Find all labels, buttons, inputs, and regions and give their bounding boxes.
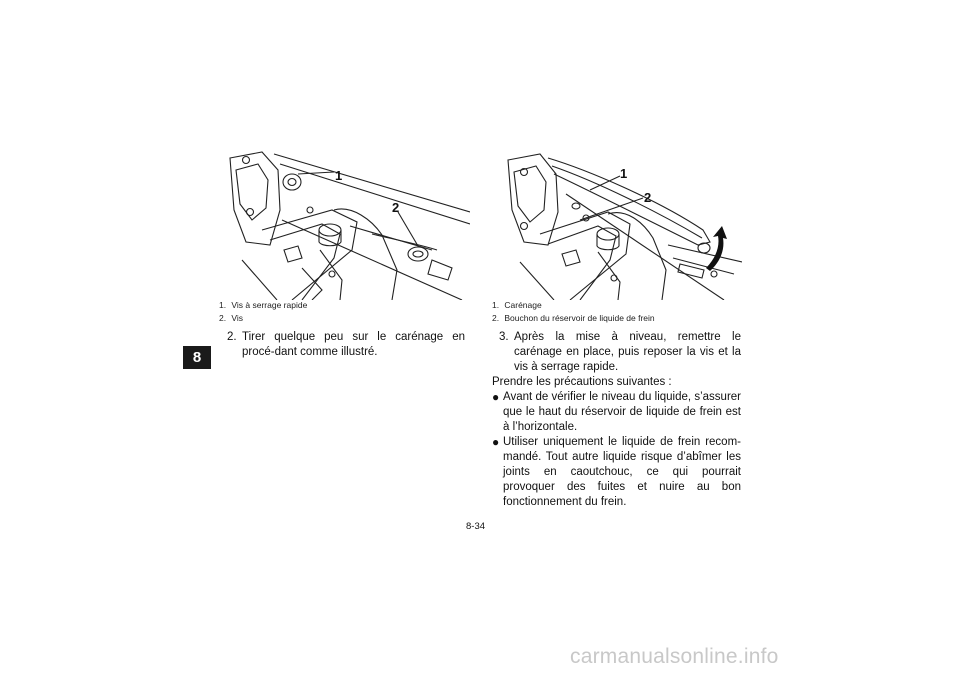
legend-item: 1. Vis à serrage rapide: [219, 300, 308, 310]
step-2: 2. Tirer quelque peu sur le carénage en …: [227, 330, 465, 360]
figure-1-callout-2: 2: [392, 200, 399, 215]
watermark-text[interactable]: carmanualsonline.info: [570, 645, 779, 668]
figure-2-callout-2: 2: [644, 190, 651, 205]
legend-item: 2. Vis: [219, 313, 244, 323]
figure-2-legend: 1. Carénage 2. Bouchon du réservoir de l…: [492, 299, 742, 325]
bullet-dot: ●: [492, 435, 500, 449]
list-item: ● Utiliser uniquement le liquide de frei…: [492, 435, 741, 510]
figure-1-callout-1: 1: [335, 168, 342, 183]
page-number: 8-34: [466, 521, 486, 532]
legend-item: 2. Bouchon du réservoir de liquide de fr…: [492, 313, 655, 323]
bullet-text: Utiliser uniquement le liquide de frein …: [503, 436, 741, 508]
precautions-intro: Prendre les précautions suivantes :: [492, 376, 672, 388]
bullet-text: Avant de vérifier le niveau du liquide, …: [503, 391, 741, 433]
pull-arrow-icon: [706, 226, 727, 271]
step-number: 3.: [499, 331, 509, 343]
figure-1-drawing: 1 2: [229, 151, 470, 300]
legend-item: 1. Carénage: [492, 300, 542, 310]
figure-2-drawing: 1 2: [507, 153, 742, 300]
bullet-dot: ●: [492, 390, 500, 404]
figure-1-legend: 1. Vis à serrage rapide 2. Vis: [219, 299, 459, 325]
figure-cowling-illustration: 1 2: [498, 150, 742, 300]
step-text: Tirer quelque peu sur le carénage en pro…: [242, 331, 465, 358]
chapter-tab-label: 8: [192, 349, 202, 366]
step-number: 2.: [227, 331, 237, 343]
list-item: ● Avant de vérifier le niveau du liquide…: [492, 390, 741, 435]
step-text: Après la mise à niveau, remettre le caré…: [514, 331, 741, 373]
chapter-tab: 8: [183, 346, 211, 369]
step-3: 3. Après la mise à niveau, remettre le c…: [499, 330, 741, 375]
figure-2-callout-1: 1: [620, 166, 627, 181]
figure-quick-screw-illustration: 1 2: [222, 150, 470, 300]
